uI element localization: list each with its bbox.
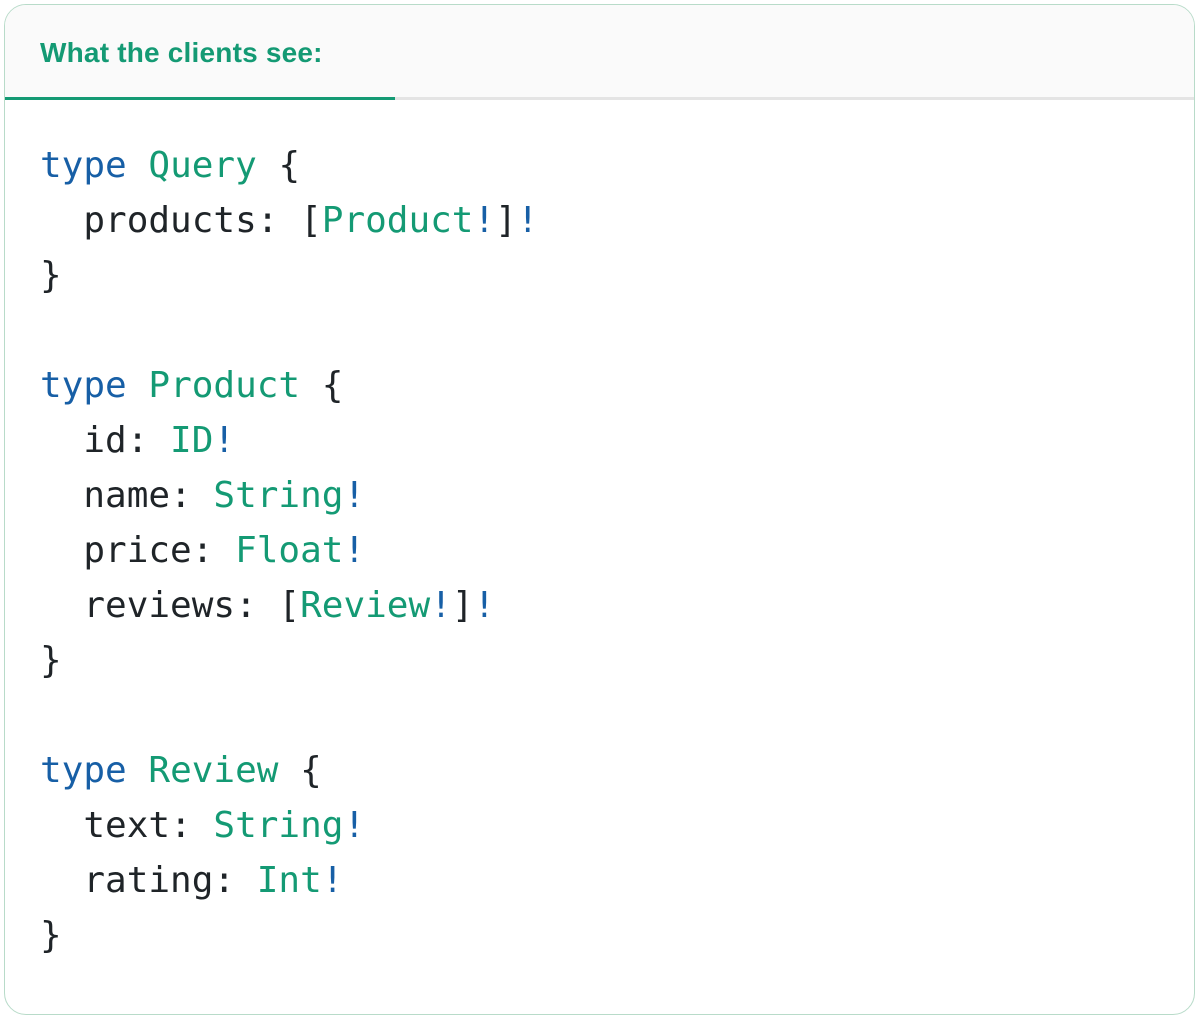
code-line: type Review { [40,743,1174,798]
code-token: ] [495,200,517,241]
code-token [127,145,149,186]
code-token: Product [321,200,474,241]
code-line: products: [Product!]! [40,193,1174,248]
code-token: ! [516,200,539,241]
code-token: ! [430,585,452,626]
code-line: rating: Int! [40,853,1174,908]
code-token: ! [321,860,344,901]
code-line: } [40,248,1174,303]
code-line: id: ID! [40,413,1174,468]
tab-label: What the clients see: [40,36,323,68]
code-token: } [40,915,62,956]
code-token: String [213,805,344,846]
code-token: { [278,750,322,791]
code-token: type [40,145,127,186]
code-token [127,365,149,406]
code-line: type Product { [40,358,1174,413]
code-line: } [40,908,1174,963]
code-token: ! [473,200,496,241]
code-token: { [256,145,301,186]
code-token: type [40,750,127,791]
code-token: Query [148,145,257,186]
code-token: Float [235,530,344,571]
code-line: reviews: [Review!]! [40,578,1174,633]
code-token: id: [40,420,171,461]
code-token: String [213,475,344,516]
code-line [40,688,1174,743]
code-token: ] [451,585,474,626]
code-token: Product [148,365,301,406]
code-line: price: Float! [40,523,1174,578]
tab-what-the-clients-see[interactable]: What the clients see: [5,5,395,100]
code-token [127,750,149,791]
tab-bar: What the clients see: [5,5,1194,100]
code-token: Review [300,585,431,626]
code-token: price: [40,530,236,571]
code-token: reviews: [ [40,585,301,626]
active-tab-underline [5,97,395,100]
code-token: name: [40,475,214,516]
code-token: } [40,640,62,681]
code-token: ! [343,530,366,571]
code-token: Review [148,750,279,791]
code-line: } [40,633,1174,688]
code-token: ID [170,420,214,461]
code-token: text: [40,805,214,846]
code-panel-card: What the clients see: type Query { produ… [4,4,1195,1015]
code-token: ! [473,585,496,626]
code-token: ! [343,475,366,516]
code-token: ! [213,420,236,461]
code-token: ! [343,805,366,846]
code-line: type Query { [40,138,1174,193]
tab-bar-divider [5,97,1194,100]
code-token: products: [ [40,200,322,241]
code-line: text: String! [40,798,1174,853]
code-token: type [40,365,127,406]
code-token: rating: [40,860,257,901]
code-token: Int [256,860,322,901]
code-token: { [300,365,344,406]
code-line [40,303,1174,358]
code-token: } [40,255,62,296]
code-line: name: String! [40,468,1174,523]
graphql-schema-code: type Query { products: [Product!]!} type… [5,100,1194,963]
